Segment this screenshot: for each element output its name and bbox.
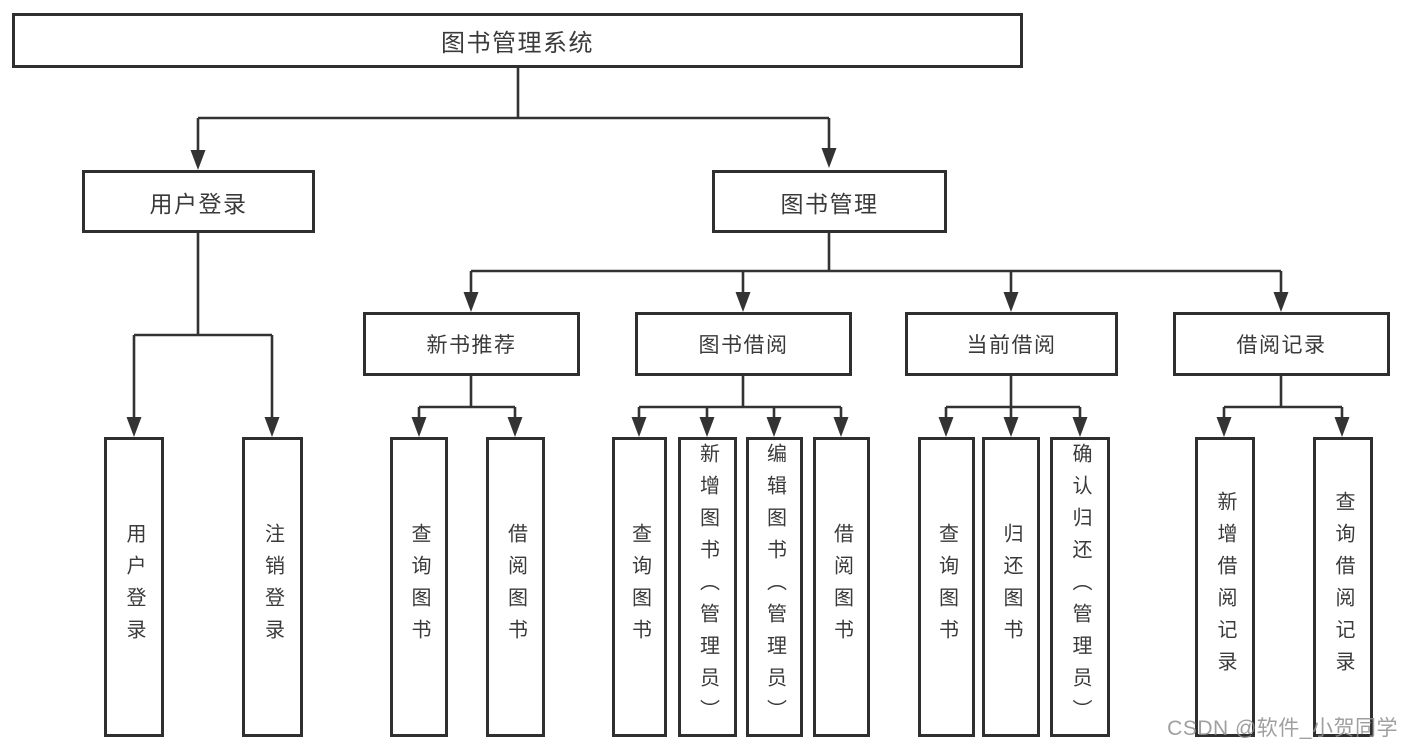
leaf-confirm-return-admin: 确认归还（管理员） <box>1050 437 1110 737</box>
leaf-edit-books-admin: 编辑图书（管理员） <box>746 437 803 737</box>
leaf-query-books-recommendation: 查询图书 <box>390 437 448 737</box>
node-label: 归还图书 <box>1000 523 1022 651</box>
leaf-user-login: 用户登录 <box>104 437 164 737</box>
leaf-add-books-admin: 新增图书（管理员） <box>678 437 737 737</box>
node-label: 查询图书 <box>408 523 430 651</box>
node-label: 查询图书 <box>935 523 958 651</box>
leaf-query-borrowing-record: 查询借阅记录 <box>1313 437 1373 737</box>
node-label: 图书管理 <box>780 190 879 217</box>
node-current-borrowing: 当前借阅 <box>905 312 1118 376</box>
node-label: 用户登录 <box>123 523 145 651</box>
node-label: 查询借阅记录 <box>1332 491 1354 683</box>
node-label: 新增借阅记录 <box>1214 491 1236 683</box>
node-label: 新增图书（管理员） <box>696 443 719 731</box>
leaf-borrow-books: 借阅图书 <box>813 437 870 737</box>
node-label: 借阅图书 <box>504 523 527 651</box>
node-label: 确认归还（管理员） <box>1069 443 1091 731</box>
leaf-query-books-current: 查询图书 <box>918 437 975 737</box>
node-label: 注销登录 <box>261 523 284 651</box>
leaf-return-books: 归还图书 <box>982 437 1040 737</box>
node-label: 新书推荐 <box>426 334 517 357</box>
node-library-management-system: 图书管理系统 <box>12 13 1023 68</box>
node-label: 借阅记录 <box>1236 334 1327 357</box>
leaf-borrow-books-recommendation: 借阅图书 <box>486 437 545 737</box>
node-label: 借阅图书 <box>830 523 853 651</box>
node-label: 当前借阅 <box>966 334 1057 357</box>
node-label: 图书管理系统 <box>441 30 594 57</box>
leaf-logout-login: 注销登录 <box>242 437 303 737</box>
leaf-query-books-borrowing: 查询图书 <box>612 437 667 737</box>
csdn-watermark: CSDN @软件_小贺同学 <box>1167 717 1398 740</box>
node-label: 查询图书 <box>628 523 651 651</box>
node-label: 用户登录 <box>149 190 248 217</box>
node-book-borrowing: 图书借阅 <box>635 312 852 376</box>
node-new-book-recommendation: 新书推荐 <box>363 312 580 376</box>
node-label: 编辑图书（管理员） <box>763 443 786 731</box>
node-book-management: 图书管理 <box>712 170 947 233</box>
leaf-add-borrowing-record: 新增借阅记录 <box>1195 437 1255 737</box>
node-label: 图书借阅 <box>698 334 789 357</box>
node-borrowing-records: 借阅记录 <box>1173 312 1390 376</box>
node-user-login: 用户登录 <box>82 170 315 233</box>
